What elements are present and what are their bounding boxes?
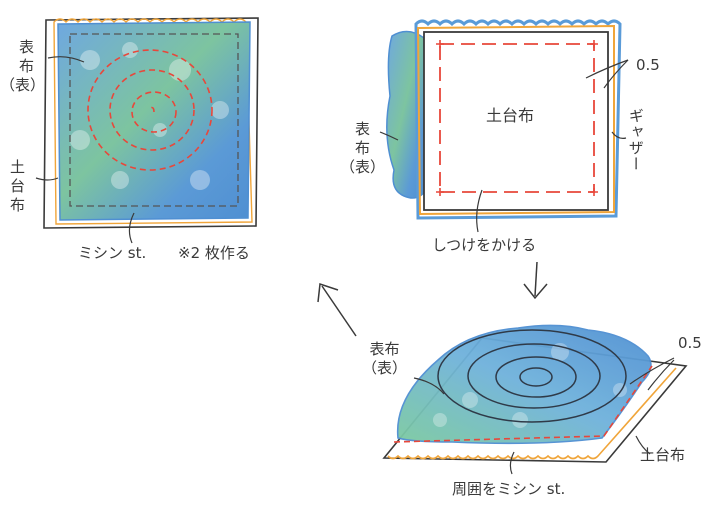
sewing-line: [69, 33, 239, 207]
panel1-stitch-label: ミシン st.: [78, 244, 147, 262]
panel-3-fabric-perspective: [382, 324, 688, 475]
quilting-lines: [437, 329, 627, 423]
panel-1-fabric-square: [35, 17, 259, 244]
panel1-base-label: 土 台 布: [10, 158, 25, 214]
panel1-base-label-2: 台: [10, 176, 26, 195]
gather-edge: [53, 18, 253, 225]
base-fabric: [423, 31, 609, 211]
panel1-note-label: ※2 枚作る: [178, 244, 250, 262]
panel1-base-label-3: 布: [10, 195, 26, 214]
outer-fabric: [57, 21, 251, 221]
basting-stitches: [439, 43, 595, 193]
panel2-fabric-label-3: （表）: [340, 157, 386, 176]
panel1-base-label-1: 土: [10, 158, 26, 176]
panel1-fabric-label-1: 表: [19, 38, 35, 56]
quilting-stitches: [87, 49, 213, 171]
panel3-fabric-label-2: （表）: [362, 358, 408, 377]
perimeter-stitches: [393, 365, 653, 443]
panel2-gather-label: ギャザー: [626, 108, 645, 172]
panel2-fabric-label: 表 布 （表）: [340, 120, 385, 176]
panel1-fabric-label-3: （表）: [0, 75, 46, 94]
panel2-base-label: 土台布: [486, 106, 535, 125]
panel2-margin-label: 0.5: [636, 56, 660, 74]
panel3-base-label: 土台布: [640, 446, 686, 464]
panel-2-fabric-square: [379, 19, 629, 233]
base-fabric-outline: [43, 17, 259, 229]
panel1-fabric-label: 表 布 （表）: [0, 38, 45, 94]
arrow-back-icon: [317, 282, 357, 337]
panel3-fabric-label-1: 表布: [369, 340, 400, 358]
panel2-basting-label: しつけをかける: [432, 236, 537, 254]
panel2-fabric-label-2: 布: [355, 138, 371, 157]
panel2-fabric-label-1: 表: [355, 120, 371, 138]
arrow-down-icon: [523, 261, 548, 300]
panel3-fabric-label: 表布 （表）: [362, 340, 407, 378]
panel3-stitch-label: 周囲をミシン st.: [452, 480, 566, 498]
panel3-margin-label: 0.5: [678, 334, 702, 352]
panel1-fabric-label-2: 布: [19, 56, 35, 75]
